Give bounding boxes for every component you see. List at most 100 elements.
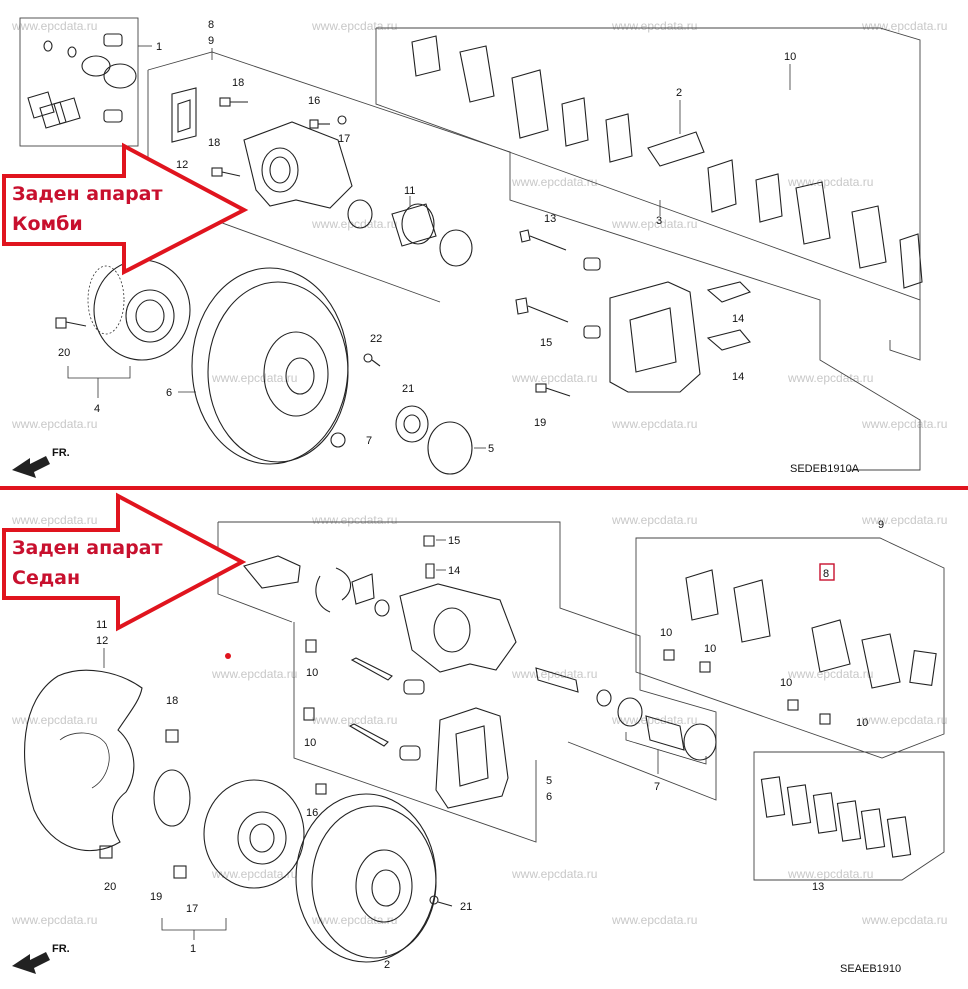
watermark: www.epcdata.ru: [861, 713, 947, 727]
callout-label: 21: [402, 383, 414, 395]
callout-label: 15: [540, 337, 552, 349]
callout-label: 5: [546, 775, 552, 787]
hub-bearing: [203, 779, 305, 889]
watermark: www.epcdata.ru: [511, 867, 597, 881]
disc-outer: [191, 267, 349, 465]
screw: [429, 895, 453, 907]
seal-kit-box: [19, 17, 139, 147]
disc-hat: [355, 849, 413, 923]
pin-boot: [583, 257, 601, 271]
bolt: [173, 865, 187, 879]
watermark: www.epcdata.ru: [861, 513, 947, 527]
callout-label: 18: [208, 137, 220, 149]
callout-label: 12: [96, 635, 108, 647]
callout-label: 3: [656, 215, 662, 227]
splash-shield: [24, 669, 143, 851]
screw-head: [363, 353, 373, 363]
screw-body: [425, 563, 435, 579]
bolt-head: [305, 639, 317, 653]
o-ring: [153, 769, 191, 827]
callout-label: 18: [166, 695, 178, 707]
watermark: www.epcdata.ru: [787, 867, 873, 881]
bolt: [699, 661, 711, 673]
watermark: www.epcdata.ru: [861, 417, 947, 431]
hub-bore: [135, 299, 165, 333]
shim-plate: [786, 784, 812, 826]
watermark: www.epcdata.ru: [11, 713, 97, 727]
watermark: www.epcdata.ru: [611, 217, 697, 231]
diagram-code: SEDEB1910A: [790, 463, 860, 475]
leader-bracket: [625, 732, 707, 765]
shim-plate: [886, 816, 912, 858]
red-arrow-shape: [2, 492, 247, 632]
bolt: [535, 383, 571, 397]
callout-label: 10: [304, 737, 316, 749]
callout-label: 16: [306, 807, 318, 819]
callout-label: 10: [856, 717, 868, 729]
caliper-assembly-box: [217, 522, 293, 623]
callout-label: 20: [104, 881, 116, 893]
bolt-shank: [65, 321, 87, 327]
brake-pad: [795, 181, 831, 245]
callout-label: 6: [546, 791, 552, 803]
bolt: [303, 707, 315, 721]
watermark: www.epcdata.ru: [311, 513, 397, 527]
marker-dot: [225, 653, 231, 659]
piston-seal: [617, 697, 643, 727]
callout-label: 17: [338, 133, 350, 145]
caliper-piston-bore: [433, 607, 471, 653]
bleeder-cap: [337, 115, 347, 125]
diagram-code: SEAEB1910: [840, 963, 901, 975]
callout-label: 13: [544, 213, 556, 225]
caliper-body: [243, 121, 353, 209]
watermark: www.epcdata.ru: [611, 713, 697, 727]
watermark: www.epcdata.ru: [211, 371, 297, 385]
overlay-line1: Заден апарат: [12, 183, 163, 205]
pad-shim: [899, 233, 923, 289]
shim-plate: [812, 792, 838, 834]
bolt-head: [99, 845, 113, 859]
red-arrow-shape: [2, 142, 249, 276]
watermark: www.epcdata.ru: [11, 513, 97, 527]
bolt: [99, 845, 113, 859]
guide-pin-13: [519, 229, 567, 251]
disc-outer: [295, 793, 437, 963]
watermark: www.epcdata.ru: [211, 667, 297, 681]
pad-spring-plate: [243, 555, 301, 589]
watermark: www.epcdata.ru: [311, 217, 397, 231]
callout-label: 19: [150, 891, 162, 903]
abs-tone-ring: [87, 265, 125, 335]
watermark: www.epcdata.ru: [11, 913, 97, 927]
callout-label: 13: [812, 881, 824, 893]
piston-boot: [683, 723, 717, 761]
seal-ring: [596, 689, 612, 707]
pad-shim: [411, 35, 441, 77]
bolt-head: [699, 661, 711, 673]
watermark: www.epcdata.ru: [611, 913, 697, 927]
callout-label: 19: [534, 417, 546, 429]
bolt: [787, 699, 799, 711]
shim-kit-box: [753, 751, 945, 881]
brake-pad-backing: [851, 205, 887, 269]
caliper-piston-bore: [261, 147, 299, 193]
pin-boot: [103, 109, 123, 123]
hub-cap-body: [427, 421, 473, 475]
caliper-piston: [645, 715, 685, 751]
pin-boot: [374, 599, 390, 617]
red-arrow-overlay: Заден апарат Седан: [2, 492, 247, 632]
overlay-line2: Комби: [12, 213, 83, 235]
bolt: [55, 317, 87, 329]
brake-pad-backing: [733, 579, 771, 643]
pin-boot: [103, 33, 123, 47]
top-section: 1 8 9 10 2 3 18: [2, 17, 923, 478]
callout-label: 7: [366, 435, 372, 447]
watermark: www.epcdata.ru: [861, 913, 947, 927]
guide-pin-15: [515, 297, 569, 323]
watermark: www.epcdata.ru: [11, 19, 97, 33]
brake-disc: [295, 793, 437, 963]
callout-label: 22: [370, 333, 382, 345]
seal-kit-group: 1: [19, 17, 162, 147]
caliper-assembly-box: [218, 521, 717, 801]
callout-label: 15: [448, 535, 460, 547]
